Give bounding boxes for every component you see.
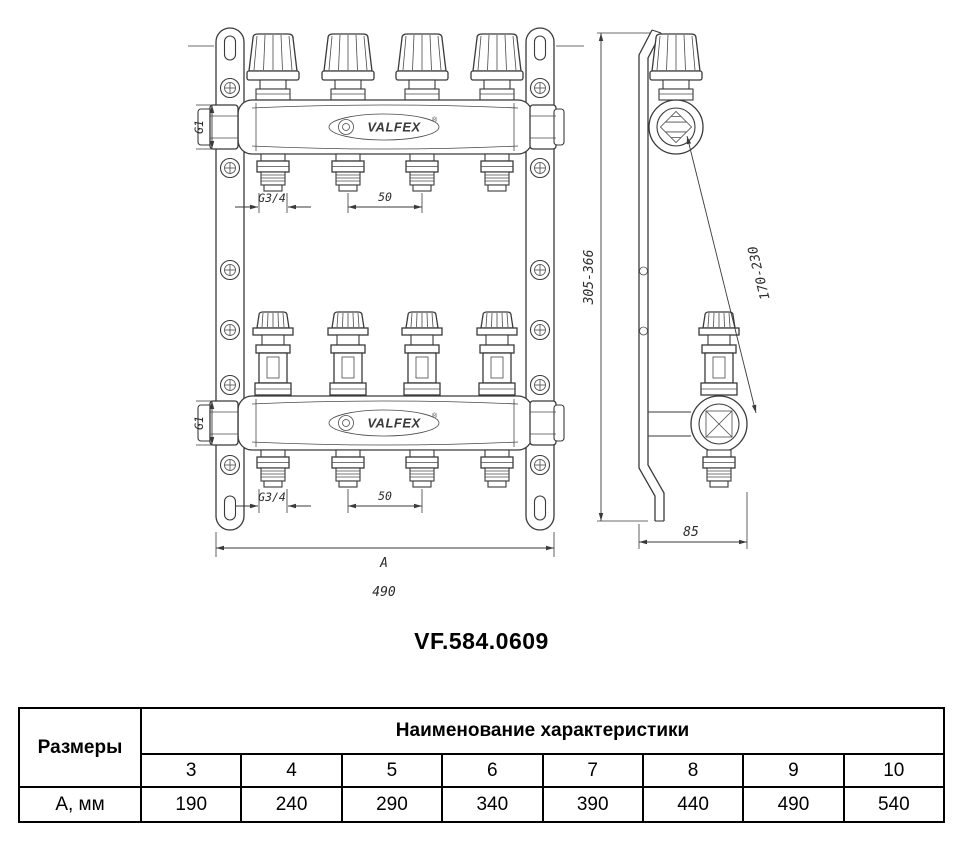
spec-table-wrapper: Размеры Наименование характеристики 3 4 …: [18, 707, 946, 823]
technical-drawing: VALFEX ®: [188, 27, 774, 600]
bottom-manifold: [197, 395, 565, 451]
top-manifold: [197, 99, 565, 155]
bottom-manifold-end: [690, 395, 748, 453]
dim-g34-top-label: G3/4: [258, 191, 286, 205]
dim-50-bottom-label: 50: [378, 489, 392, 503]
table-corner-header: Размеры: [18, 707, 142, 788]
size-value: 340: [441, 786, 544, 823]
table-group-header: Наименование характеристики: [140, 707, 945, 755]
dim-50-top-label: 50: [378, 190, 392, 204]
size-value: 240: [240, 786, 343, 823]
table-value-row: А, мм 190 240 290 340 390 440 490 540: [18, 786, 946, 823]
model-number: VF.584.0609: [414, 628, 549, 654]
side-view: 305-366 170-230 85: [582, 29, 774, 549]
dim-g1-top-label: G1: [192, 120, 206, 134]
dim-height-range-label: 305-366: [582, 249, 597, 305]
top-manifold-end: [648, 99, 704, 155]
size-col-header: 9: [742, 753, 845, 788]
size-value: 540: [842, 786, 946, 823]
size-col-header: 4: [240, 753, 343, 788]
dim-overall-width: A 490: [215, 532, 555, 600]
size-col-header: 10: [842, 753, 946, 788]
dim-g1-bottom-label: G1: [192, 416, 206, 430]
size-col-header: 6: [441, 753, 544, 788]
dim-height-range: 305-366: [582, 32, 650, 522]
dim-center-range-label: 170-230: [746, 244, 774, 301]
size-col-header: 8: [641, 753, 745, 788]
size-col-header: 3: [139, 753, 243, 788]
size-value: 190: [139, 786, 243, 823]
size-col-header: 7: [541, 753, 644, 788]
size-value: 440: [641, 786, 745, 823]
dim-depth: 85: [638, 492, 748, 549]
size-col-header: 5: [340, 753, 444, 788]
left-rail: [215, 27, 245, 531]
dim-g34-bottom-label: G3/4: [258, 490, 286, 504]
row-label: А, мм: [18, 786, 142, 823]
dim-bottom-outlets: G3/4 50: [235, 489, 423, 513]
size-value: 490: [742, 786, 845, 823]
spec-table: Размеры Наименование характеристики 3 4 …: [18, 707, 946, 823]
side-bracket: [638, 29, 665, 522]
dim-a-value: 490: [372, 585, 396, 600]
dim-g1-top: G1: [192, 104, 228, 150]
dim-a-letter: A: [379, 556, 388, 571]
dim-g1-bottom: G1: [192, 400, 228, 446]
table-size-row: 3 4 5 6 7 8 9 10: [19, 753, 946, 788]
size-value: 290: [340, 786, 444, 823]
right-rail: [525, 27, 555, 531]
dim-top-outlets: G3/4 50: [235, 190, 423, 213]
front-view: G3/4 50 G3/4 50 G1 G1: [188, 27, 584, 600]
dim-depth-label: 85: [683, 525, 699, 540]
size-value: 390: [541, 786, 644, 823]
